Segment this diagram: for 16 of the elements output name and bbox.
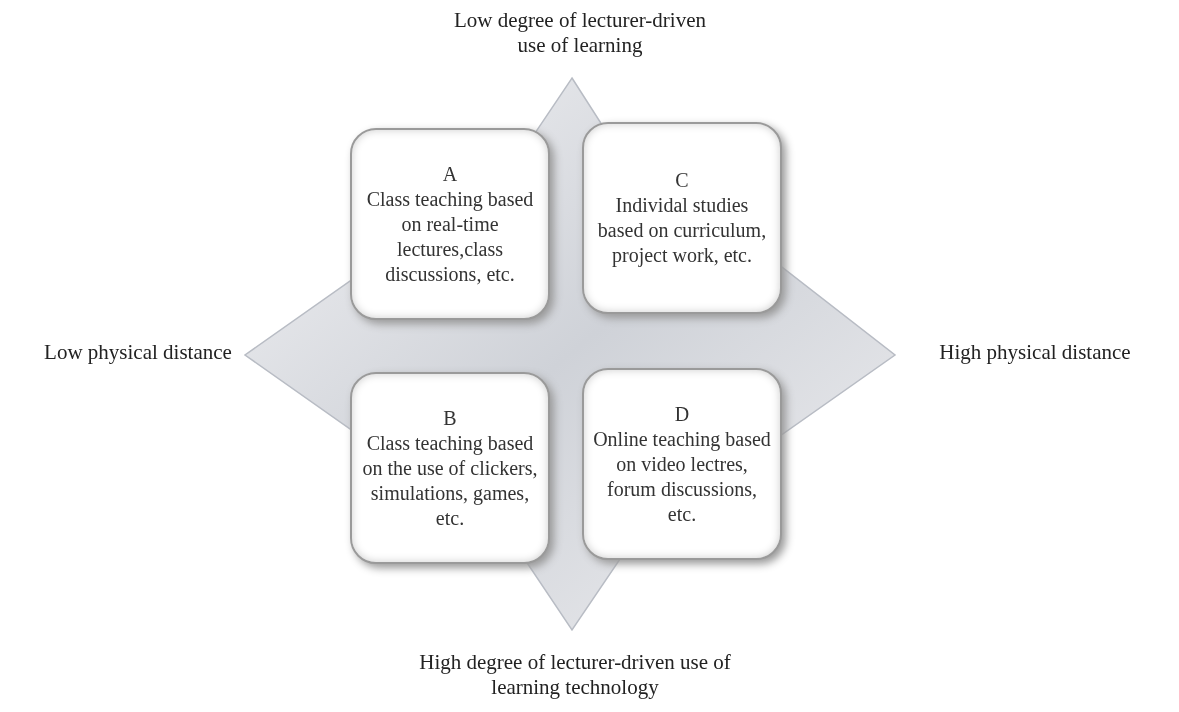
quadrant-letter: D xyxy=(674,401,690,427)
quadrant-description: Class teaching based on real-time lectures,class discussions, etc. xyxy=(365,186,535,287)
axis-label: High degree of lecturer-driven use of learning technology xyxy=(418,650,732,700)
quadrant-description: Individal studies based on curriculum, project work, etc. xyxy=(596,193,768,268)
quadrant-letter: A xyxy=(442,161,458,187)
quadrant-description: Online teaching based on video lectres, forum discussions, etc. xyxy=(592,426,772,527)
quadrant-card xyxy=(582,122,782,314)
axis-label: Low physical distance xyxy=(43,340,233,365)
axis-label: Low degree of lecturer-driven use of learning xyxy=(453,8,707,58)
axis-label: High physical distance xyxy=(938,340,1132,365)
quadrant-card xyxy=(350,372,550,564)
quadrant-letter: B xyxy=(443,405,457,431)
quadrant-card xyxy=(582,368,782,560)
quadrant-card xyxy=(350,128,550,320)
quadrant-letter: C xyxy=(675,168,689,193)
quadrant-description: Class teaching based on the use of clickers, simulations, games, etc. xyxy=(361,430,539,531)
